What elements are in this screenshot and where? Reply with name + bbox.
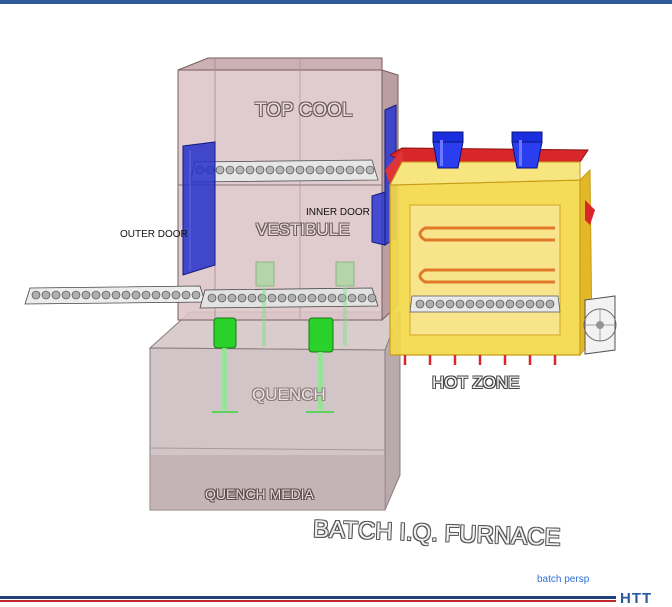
- bottom-frame-bar-red: [0, 600, 616, 602]
- top-cool-roller-rack: [189, 159, 379, 183]
- hot-zone-furnace: [385, 147, 595, 365]
- quench-tank: [148, 311, 401, 511]
- inner-door-label: INNER DOOR: [306, 207, 370, 218]
- outer-door: [182, 141, 216, 276]
- vestibule-roller-rack: [199, 287, 379, 309]
- upper-agitators: [255, 261, 355, 346]
- bottom-frame-bar-blue: [0, 596, 616, 599]
- side-motor: [583, 295, 617, 355]
- fan-left: [432, 131, 464, 169]
- quench-label: QUENCH: [252, 385, 326, 404]
- top-frame-bar: [0, 0, 672, 4]
- fan-right: [511, 131, 543, 169]
- outer-door-label: OUTER DOOR: [120, 229, 188, 240]
- quench-media-label: QUENCH MEDIA: [205, 486, 314, 502]
- caption-text: batch persp: [537, 574, 590, 585]
- load-conveyor: [24, 285, 206, 305]
- quench-agitator-right: [306, 317, 334, 413]
- quench-agitator-left: [212, 317, 238, 413]
- hot-zone-label: HOT ZONE: [432, 373, 520, 392]
- top-cool-label: TOP COOL: [255, 100, 353, 121]
- company-logo: HTT: [620, 590, 653, 607]
- vestibule-label: VESTIBULE: [256, 220, 350, 239]
